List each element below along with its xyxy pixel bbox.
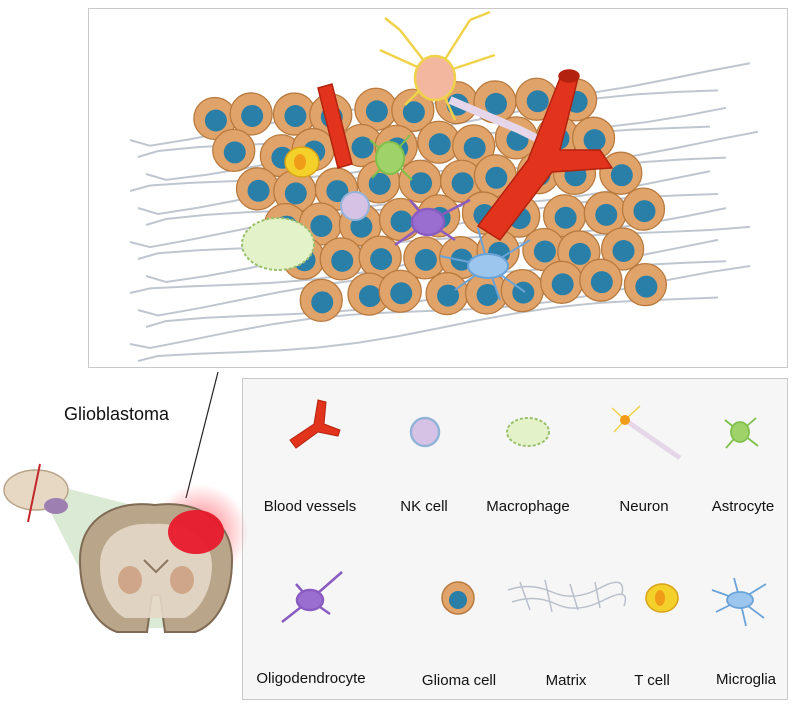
glioma-nucleus [533,240,556,263]
glioma-nucleus [358,285,381,308]
glioma-nucleus [476,283,499,306]
glioma-nucleus [390,282,413,305]
glioma-nucleus [633,200,656,223]
glioma-nucleus [590,271,613,294]
nk-cell [340,191,370,221]
glioma-nucleus [526,90,549,113]
oligodendrocyte-cell [394,198,471,247]
diagram-title: Glioblastoma [64,404,170,424]
glioma-nucleus [310,214,333,237]
glioma-nucleus [428,133,451,156]
glioma-nucleus [551,273,574,296]
legend-microglia-icon [711,577,767,627]
glioma-nucleus [331,249,354,272]
glioma-nucleus [311,291,334,314]
legend-label-blood-vessels: Blood vessels [263,498,357,515]
glioma-cell-cluster [193,77,668,322]
legend-label-neuron: Neuron [619,498,669,515]
glioma-nucleus [247,179,270,202]
legend-astrocyte-icon [724,417,759,449]
brain-coronal-section [78,503,234,633]
glioma-nucleus [368,172,391,195]
legend-label-t-cell: T cell [634,672,670,689]
legend-label-oligodendrocyte: Oligodendrocyte [256,670,366,687]
legend-label-glioma-cell: Glioma cell [421,672,497,689]
glioma-nucleus [485,166,508,189]
glioma-nucleus [635,275,658,298]
glioma-nucleus [595,203,618,226]
legend-blood-vessels-icon [289,399,341,449]
macrophage-cell [241,217,315,271]
legend-oligodendrocyte-icon [281,571,343,623]
glioma-nucleus [484,92,507,115]
tumor-mass [168,510,224,554]
t-cell-nucleus [294,154,306,170]
legend-t-cell-icon [645,583,679,613]
astrocyte-cell [369,134,413,181]
glioma-nucleus [451,172,474,195]
legend-label-nk-cell: NK cell [400,498,448,515]
glioma-nucleus [554,206,577,229]
glioma-nucleus [223,141,246,164]
legend-neuron-icon [611,405,682,461]
glioma-nucleus [350,215,373,238]
legend-glioma-cell-icon [441,581,475,615]
glioma-nucleus [410,172,433,195]
glioma-nucleus [612,239,635,262]
legend-label-microglia: Microglia [715,671,777,688]
glioma-nucleus [351,136,374,159]
small-brain-icon [3,463,69,523]
glioma-nucleus [437,284,460,307]
matrix-fiber [137,296,719,362]
legend-macrophage-icon [506,417,550,447]
connector-line [185,371,219,499]
legend-label-astrocyte: Astrocyte [711,498,775,515]
glioma-nucleus [326,180,349,203]
legend-label-macrophage: Macrophage [486,498,570,515]
microglia-cell [439,227,531,301]
glioma-nucleus [370,248,393,271]
glioma-nucleus [204,109,227,132]
glioma-nucleus [284,105,307,128]
glioma-nucleus [414,248,437,271]
glioma-nucleus [402,101,425,124]
glioma-nucleus [390,210,413,233]
glioma-nucleus [463,136,486,159]
glioma-nucleus [568,242,591,265]
glioma-nucleus [284,182,307,205]
glioma-nucleus [365,100,388,123]
legend-matrix-icon [507,579,627,613]
legend-nk-cell-icon [409,416,441,448]
legend-label-matrix: Matrix [545,672,587,689]
blood-vessel [317,69,614,242]
glioma-nucleus [610,164,633,187]
glioma-nucleus [241,104,264,127]
glioma-nucleus [583,129,606,152]
